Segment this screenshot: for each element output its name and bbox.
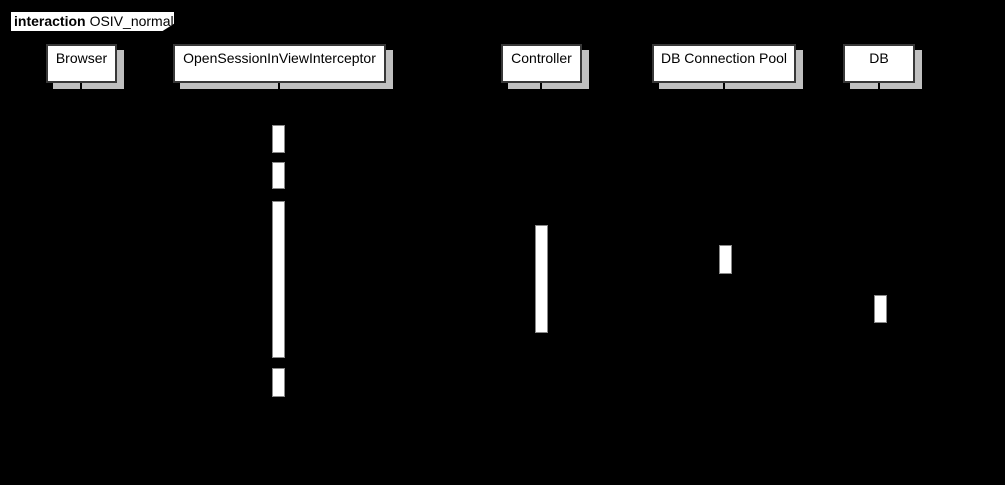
activation-interceptor-1 — [272, 125, 285, 153]
activation-interceptor-3 — [272, 201, 285, 358]
activation-controller — [535, 225, 548, 333]
participant-interceptor: OpenSessionInViewInterceptor — [173, 44, 386, 83]
participant-browser: Browser — [46, 44, 117, 83]
participant-controller: Controller — [501, 44, 582, 83]
participant-browser-label: Browser — [55, 50, 108, 66]
activation-db-pool — [719, 245, 732, 274]
activation-db — [874, 295, 887, 323]
lifeline-tick-controller — [540, 83, 542, 90]
participant-db: DB — [843, 44, 915, 83]
participant-db-label: DB — [869, 50, 889, 66]
frame-keyword: interaction — [14, 13, 86, 29]
lifeline-tick-interceptor — [278, 83, 280, 90]
lifeline-tick-db — [878, 83, 880, 90]
participant-interceptor-label: OpenSessionInViewInterceptor — [183, 50, 376, 66]
participant-db-pool-label: DB Connection Pool — [660, 50, 788, 66]
activation-interceptor-2 — [272, 162, 285, 189]
activation-interceptor-4 — [272, 368, 285, 397]
participant-db-pool: DB Connection Pool — [652, 44, 796, 83]
frame-title: OSIV_normal — [89, 13, 174, 29]
lifeline-tick-db-pool — [723, 83, 725, 90]
lifeline-tick-browser — [80, 83, 82, 90]
participant-controller-label: Controller — [511, 50, 572, 66]
